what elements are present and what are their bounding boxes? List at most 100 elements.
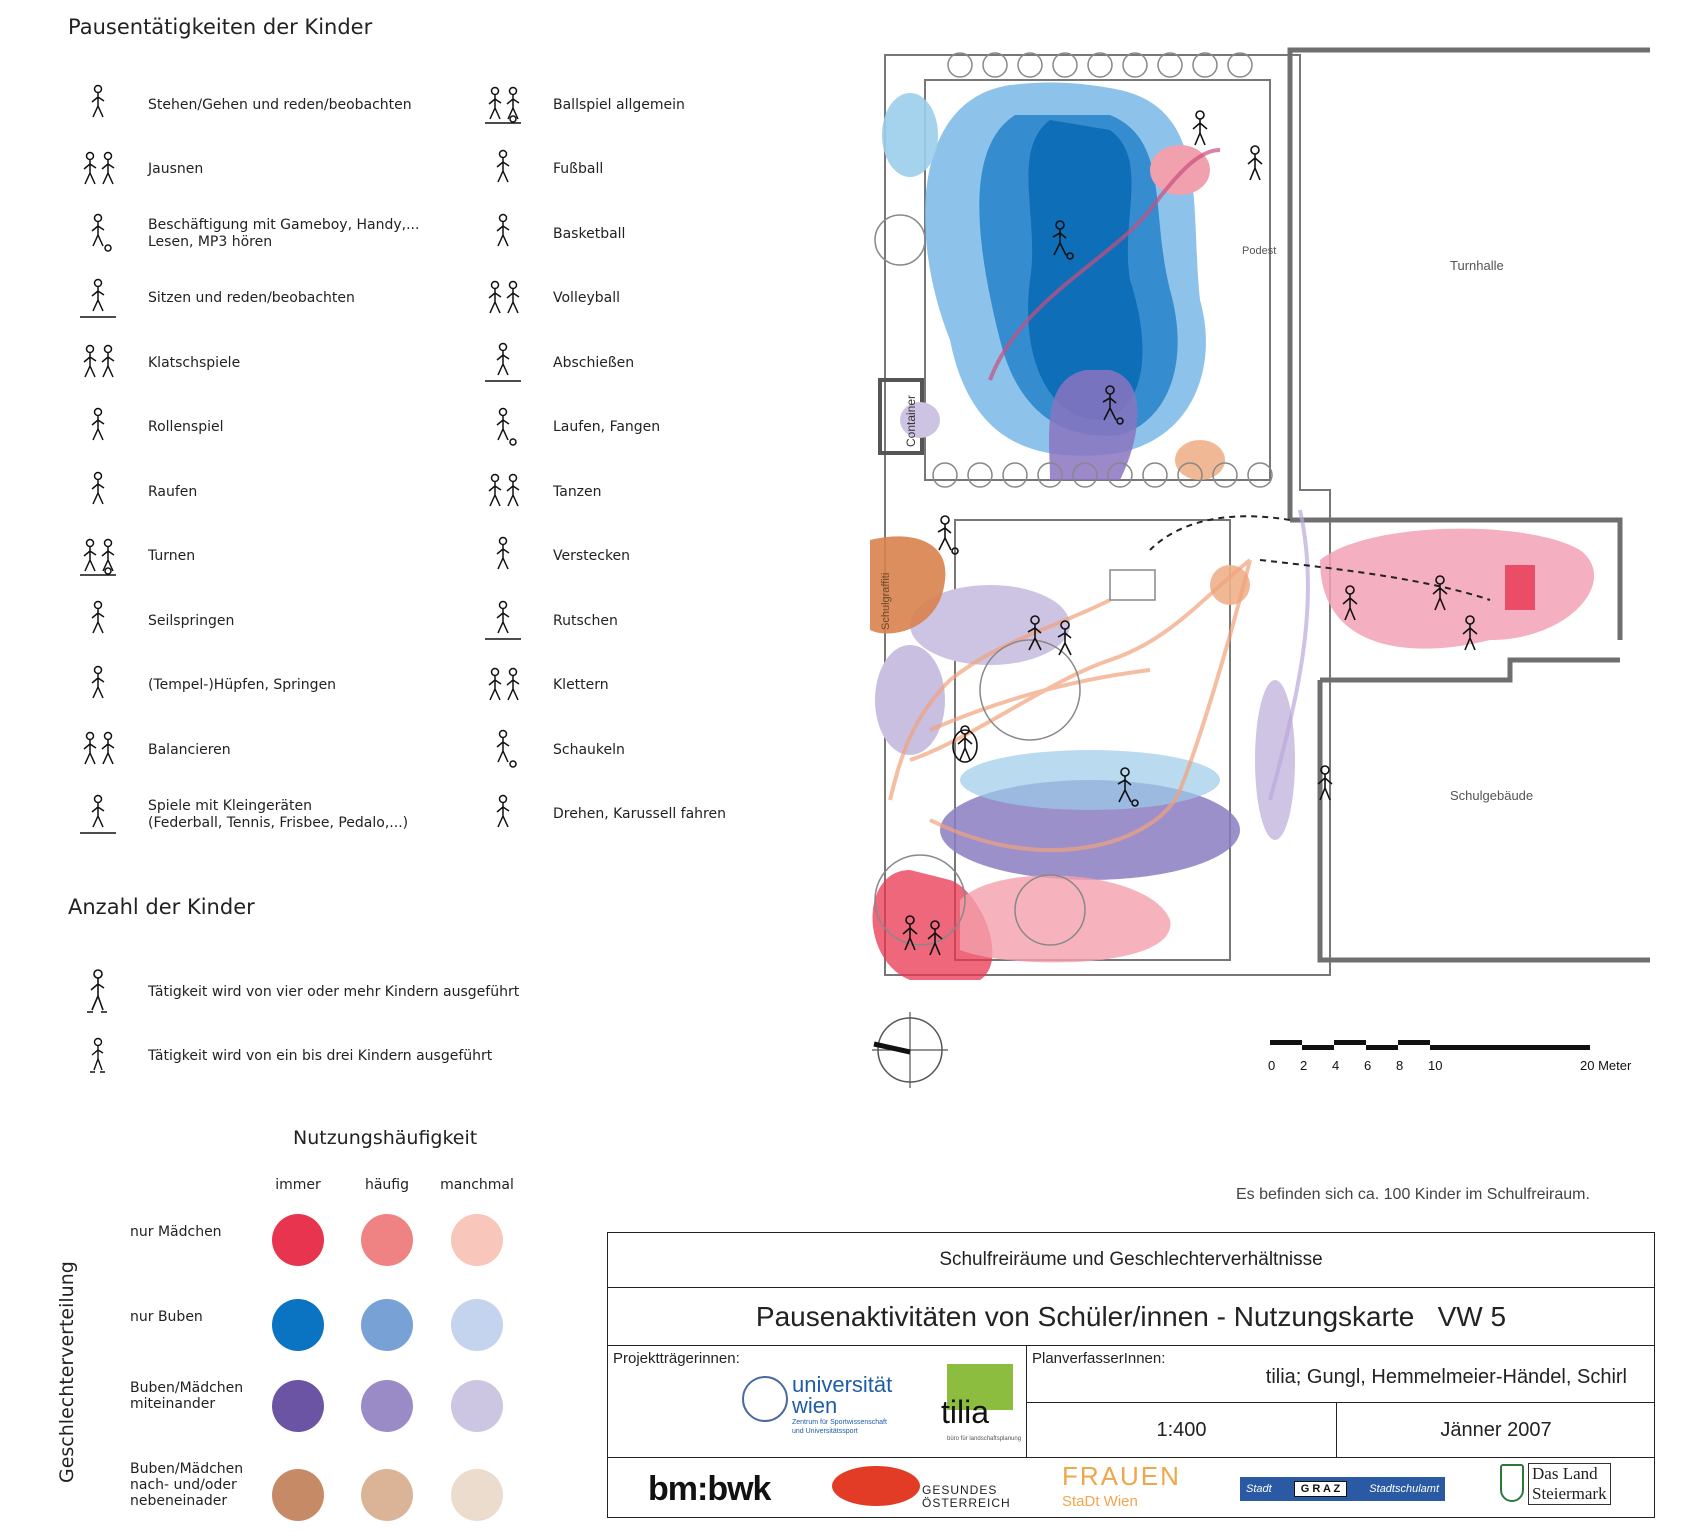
legend-item: Jausnen <box>68 145 203 195</box>
frequency-swatch <box>272 1380 324 1432</box>
football-figure-icon <box>473 145 533 195</box>
label-schulgraffiti: Schulgraffiti <box>880 572 892 630</box>
ball-game-figure-icon <box>473 80 533 130</box>
legend-item: Rutschen <box>473 596 618 646</box>
legend-label: Seilspringen <box>148 612 235 629</box>
count-label-large: Tätigkeit wird von vier oder mehr Kinder… <box>148 983 520 1000</box>
frequency-swatch <box>451 1469 503 1521</box>
steiermark-logo: Das Land Steiermark <box>1528 1463 1611 1505</box>
basketball-figure-icon <box>473 209 533 259</box>
standing-figure-icon <box>68 80 128 130</box>
frauen-sub: StaDt Wien <box>1062 1493 1138 1510</box>
bmbwk-logo: bm:bwk <box>648 1470 771 1508</box>
projekt-cell: Projektträgerinnen: universität wien Zen… <box>607 1346 1027 1458</box>
frequency-swatch <box>361 1214 413 1266</box>
climbing-figure-icon <box>473 661 533 711</box>
zone-mixed-volley <box>910 585 1070 665</box>
legend-item: Drehen, Karussell fahren <box>473 790 726 840</box>
legend-item: Volleyball <box>473 274 620 324</box>
title-block-title: Pausenaktivitäten von Schüler/innen - Nu… <box>607 1288 1655 1346</box>
legend-item: Seilspringen <box>68 596 234 646</box>
zone-mixed-court <box>1049 370 1138 480</box>
legend-label: Beschäftigung mit Gameboy, Handy,... Les… <box>148 217 420 250</box>
map-note: Es befinden sich ca. 100 Kinder im Schul… <box>1236 1186 1590 1203</box>
dancing-figures-icon <box>473 467 533 517</box>
label-podest: Podest <box>1242 245 1277 257</box>
authors: tilia; Gungl, Hemmelmeier-Händel, Schirl <box>1265 1366 1627 1388</box>
legend-item: Sitzen und reden/beobachten <box>68 274 355 324</box>
hopping-figure-icon <box>68 661 128 711</box>
frequency-swatch <box>361 1469 413 1521</box>
frequency-title: Nutzungshäufigkeit <box>293 1127 478 1149</box>
frequency-swatch <box>361 1299 413 1351</box>
wrestling-figures-icon <box>68 467 128 517</box>
zone-mixed-center <box>940 780 1240 880</box>
column-manchmal: manchmal <box>440 1177 514 1193</box>
legend-label: Ballspiel allgemein <box>553 96 685 113</box>
legend-item: Beschäftigung mit Gameboy, Handy,... Les… <box>68 209 419 259</box>
legend-item: Verstecken <box>473 532 630 582</box>
legend-item: Stehen/Gehen und reden/beobachten <box>68 80 412 130</box>
clapping-figures-icon <box>68 338 128 388</box>
scale-value: 1:400 <box>1027 1403 1337 1458</box>
eating-figures-icon <box>68 145 128 195</box>
gameboy-figure-icon <box>68 209 128 259</box>
projekt-label: Projektträgerinnen: <box>613 1350 740 1367</box>
count-title: Anzahl der Kinder <box>68 895 255 919</box>
date-value: Jänner 2007 <box>1337 1403 1655 1458</box>
scale-tick-label: 6 <box>1364 1058 1372 1073</box>
volleyball-figures-icon <box>473 274 533 324</box>
steiermark-crest-icon <box>1500 1464 1524 1502</box>
graz-right: Stadtschulamt <box>1369 1483 1439 1495</box>
activity-figures <box>902 110 1478 956</box>
legend-label: Klettern <box>553 677 609 693</box>
legend-label: Laufen, Fangen <box>553 419 661 435</box>
legend-item: Schaukeln <box>473 725 625 775</box>
scale-tick-label: 8 <box>1396 1058 1404 1073</box>
frauen-logo: FRAUEN <box>1062 1461 1181 1491</box>
frequency-swatch <box>272 1214 324 1266</box>
legend-label: Stehen/Gehen und reden/beobachten <box>148 96 412 113</box>
zone-girls-corner <box>872 870 993 980</box>
zone-graffiti-wall <box>870 536 946 634</box>
graz-logo: Stadt G R A Z Stadtschulamt <box>1240 1477 1445 1501</box>
legend-label: Spiele mit Kleingeräten (Federball, Tenn… <box>148 797 409 831</box>
schoolyard-map <box>870 47 1650 1088</box>
legend-label: Drehen, Karussell fahren <box>553 806 726 822</box>
scale-tick-label: 10 <box>1428 1058 1443 1073</box>
jump-rope-figure-icon <box>68 596 128 646</box>
tilia-sub: büro für landschaftsplanung <box>947 1436 1022 1442</box>
legend-item: Klettern <box>473 661 609 711</box>
slide-figure-icon <box>473 596 533 646</box>
count-item-small: Tätigkeit wird von ein bis drei Kindern … <box>68 1031 492 1081</box>
count-item-large: Tätigkeit wird von vier oder mehr Kinder… <box>68 967 519 1017</box>
legend-item: Tanzen <box>473 467 602 517</box>
legend-item: Raufen <box>68 467 197 517</box>
gender-axis-label: Geschlechterverteilung <box>56 1261 78 1483</box>
title-block <box>607 1232 1655 1518</box>
legend-item: Turnen <box>68 532 195 582</box>
legend-item: (Tempel-)Hüpfen, Springen <box>68 661 336 711</box>
turnhalle-outline <box>1287 47 1650 480</box>
legend-label: Fußball <box>553 161 604 177</box>
plan-cell: PlanverfasserInnen: tilia; Gungl, Hemmel… <box>1027 1346 1655 1403</box>
tilia-leaf-icon <box>947 1364 1013 1410</box>
legend-label: Klatschspiele <box>148 354 241 371</box>
scale-tick-label: 0 <box>1268 1058 1276 1073</box>
scale-tick-label: 20 Meter <box>1580 1058 1632 1073</box>
legend-item: Rollenspiel <box>68 403 224 453</box>
count-label-small: Tätigkeit wird von ein bis drei Kindern … <box>148 1047 493 1064</box>
legend-item: Laufen, Fangen <box>473 403 660 453</box>
frequency-row-label: nur Buben <box>130 1309 203 1325</box>
legend-label: Rutschen <box>553 612 618 629</box>
frequency-row-label: Buben/Mädchen nach- und/oder nebeneinade… <box>130 1461 244 1509</box>
legend-label: Tanzen <box>553 483 602 500</box>
legend-item: Klatschspiele <box>68 338 240 388</box>
uni-sub: Zentrum für Sportwissenschaft und Univer… <box>792 1419 887 1435</box>
roleplay-figures-icon <box>68 403 128 453</box>
large-figure-icon <box>68 967 128 1017</box>
title-block-header: Schulfreiräume und Geschlechterverhältni… <box>607 1232 1655 1288</box>
legend-label: Verstecken <box>553 548 631 564</box>
label-container: Container <box>904 394 918 447</box>
frequency-swatch <box>361 1380 413 1432</box>
